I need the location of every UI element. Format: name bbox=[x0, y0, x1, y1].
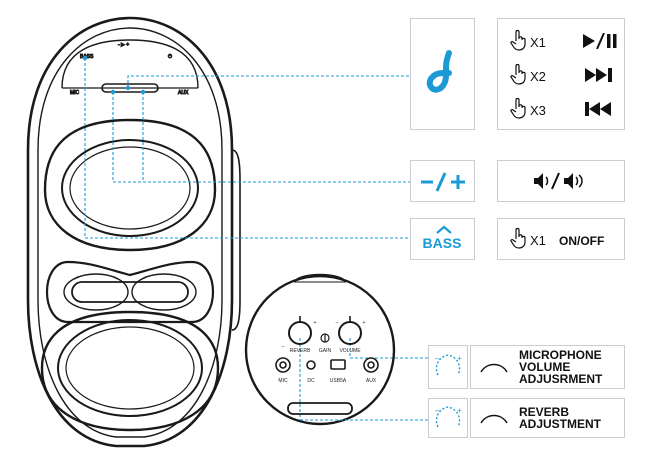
reverb-label-box: REVERB ADJUSTMENT bbox=[470, 398, 625, 438]
rear-panel bbox=[244, 273, 396, 426]
svg-text:+: + bbox=[457, 354, 462, 363]
bass-label: BASS bbox=[422, 235, 462, 251]
volume-minus-plus-icon bbox=[421, 172, 465, 192]
reverb-line-1: REVERB bbox=[519, 405, 570, 419]
mic-volume-line-2: VOLUME bbox=[519, 360, 571, 374]
mic-volume-line-1: MICROPHONE bbox=[519, 348, 602, 362]
hand-press-icon bbox=[510, 29, 526, 51]
svg-text:VOLUME: VOLUME bbox=[339, 348, 361, 354]
rear-panel-labels: – + – + REVERB GAIN VOLUME MIC DC USB5A … bbox=[278, 320, 376, 384]
reverb-line-2: ADJUSTMENT bbox=[519, 417, 602, 431]
connector-lines bbox=[84, 58, 428, 420]
speaker-upper-ring bbox=[43, 118, 217, 252]
play-pause-icon bbox=[583, 33, 617, 49]
press-once-row: X1 bbox=[510, 29, 620, 53]
speaker-handle bbox=[46, 260, 214, 324]
svg-text:AUX: AUX bbox=[366, 378, 377, 384]
power-label: ON/OFF bbox=[559, 234, 605, 248]
volume-knob-panel bbox=[338, 316, 362, 345]
speaker-volume-icon bbox=[534, 172, 583, 190]
svg-text:REVERB: REVERB bbox=[290, 348, 311, 354]
knob-rotate-icon: – + bbox=[435, 406, 462, 428]
knob-rotate-icon: – + bbox=[435, 354, 462, 376]
svg-text:+: + bbox=[457, 406, 462, 415]
reverb-text: REVERB ADJUSTMENT bbox=[519, 406, 601, 430]
svg-text:GAIN: GAIN bbox=[319, 348, 332, 354]
svg-text:–: – bbox=[435, 354, 440, 363]
svg-text:USB5A: USB5A bbox=[330, 378, 347, 384]
power-press-label: X1 bbox=[530, 233, 546, 248]
svg-text:⏻: ⏻ bbox=[168, 54, 172, 60]
mic-volume-label-box: MICROPHONE VOLUME ADJUSRMENT bbox=[470, 345, 625, 389]
rotate-arc-icon bbox=[480, 414, 508, 424]
svg-text:BASS: BASS bbox=[80, 54, 94, 60]
next-track-icon bbox=[585, 68, 612, 82]
gain-indicator bbox=[320, 333, 330, 343]
mic-volume-line-3: ADJUSRMENT bbox=[519, 372, 603, 386]
press-twice-label: X2 bbox=[530, 69, 546, 84]
hand-press-icon bbox=[510, 227, 526, 249]
press-twice-row: X2 bbox=[510, 63, 620, 87]
soundcore-logo-icon bbox=[426, 50, 452, 93]
previous-track-icon bbox=[585, 102, 611, 116]
svg-text:MIC: MIC bbox=[278, 378, 288, 384]
speaker-volume-box bbox=[497, 160, 625, 202]
hand-press-icon bbox=[510, 97, 526, 119]
svg-text:–: – bbox=[282, 344, 285, 350]
svg-text:–: – bbox=[435, 406, 440, 415]
hand-press-icon bbox=[510, 63, 526, 85]
svg-text:AUX: AUX bbox=[178, 90, 189, 96]
connector-dots bbox=[82, 55, 146, 95]
reverb-knob-panel bbox=[288, 316, 312, 345]
svg-text:DC: DC bbox=[307, 378, 315, 384]
power-button-box: X1 ON/OFF bbox=[497, 218, 625, 260]
press-thrice-row: X3 bbox=[510, 97, 620, 121]
svg-text:+: + bbox=[314, 320, 317, 326]
press-once-label: X1 bbox=[530, 35, 546, 50]
bass-button-box: BASS bbox=[410, 218, 475, 260]
playback-controls-box: X1 X2 X3 bbox=[497, 18, 625, 130]
svg-text:MIC: MIC bbox=[70, 90, 80, 96]
mic-volume-text: MICROPHONE VOLUME ADJUSRMENT bbox=[519, 349, 602, 385]
svg-text:–: – bbox=[336, 320, 339, 326]
rear-jacks bbox=[275, 357, 379, 373]
svg-text:- ▶ +: - ▶ + bbox=[118, 42, 129, 48]
brand-logo-box bbox=[410, 18, 475, 130]
mic-volume-knob-box: – + bbox=[428, 345, 468, 389]
reverb-knob-box: – + bbox=[428, 398, 468, 438]
bass-boost-icon bbox=[436, 225, 452, 234]
rotate-arc-icon bbox=[480, 363, 508, 373]
volume-button-box bbox=[410, 160, 475, 202]
svg-text:+: + bbox=[363, 320, 366, 326]
press-thrice-label: X3 bbox=[530, 103, 546, 118]
speaker-lower-ring bbox=[40, 310, 220, 432]
